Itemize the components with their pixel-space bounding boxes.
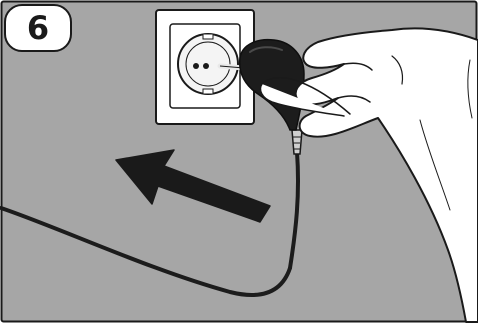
strain-relief bbox=[292, 130, 302, 154]
step-number-badge: 6 bbox=[4, 4, 72, 52]
step-number: 6 bbox=[27, 12, 49, 44]
